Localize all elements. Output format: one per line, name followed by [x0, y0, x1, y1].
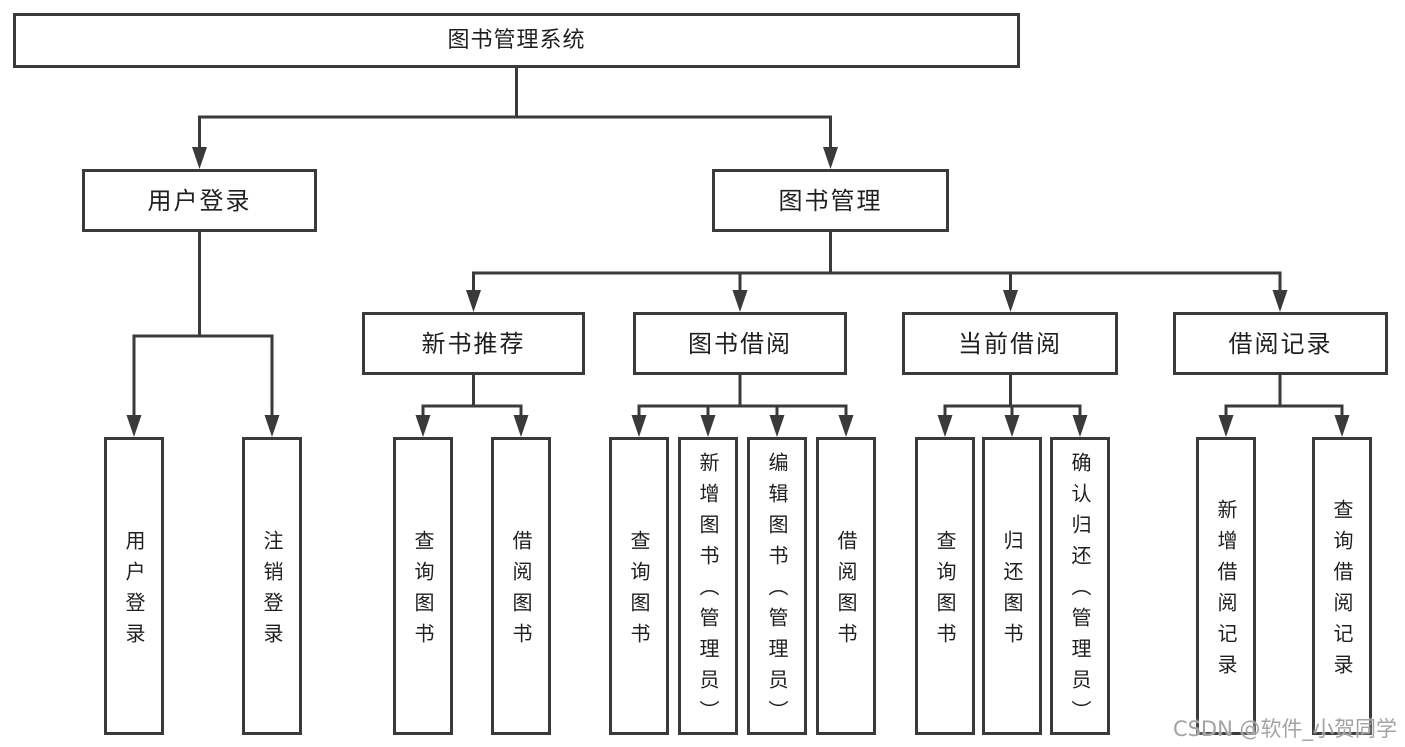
node-confirm-return-admin: 确认归还（管理员） — [1050, 437, 1110, 735]
node-label: 用户登录 — [147, 186, 252, 215]
node-user-login: 用户登录 — [82, 169, 317, 232]
node-label: 借阅记录 — [1228, 329, 1333, 358]
node-query-books-recommend: 查询图书 — [393, 437, 453, 735]
node-label: 当前借阅 — [958, 329, 1062, 358]
node-label: 编辑图书（管理员） — [765, 452, 789, 731]
node-book-management: 图书管理 — [712, 169, 949, 232]
node-label: 新书推荐 — [421, 329, 526, 358]
node-add-book-admin: 新增图书（管理员） — [678, 437, 738, 735]
node-label: 查询借阅记录 — [1330, 498, 1354, 685]
watermark: CSDN @软件_小贺同学 — [1172, 717, 1397, 741]
node-library-management-system: 图书管理系统 — [13, 13, 1020, 68]
node-label: 图书借阅 — [688, 329, 792, 358]
node-borrow-book-recommend: 借阅图书 — [491, 437, 551, 735]
node-label: 注销登录 — [260, 529, 284, 654]
node-label: 归还图书 — [1000, 529, 1024, 654]
node-current-borrowing: 当前借阅 — [902, 312, 1118, 375]
node-add-borrow-record: 新增借阅记录 — [1196, 437, 1256, 735]
node-query-books-borrow: 查询图书 — [609, 437, 669, 735]
node-return-book: 归还图书 — [982, 437, 1042, 735]
node-label: 借阅图书 — [834, 529, 858, 654]
node-label: 查询图书 — [933, 529, 957, 654]
node-edit-book-admin: 编辑图书（管理员） — [747, 437, 807, 735]
node-label: 查询图书 — [411, 529, 435, 654]
node-logout: 注销登录 — [242, 437, 302, 735]
node-borrow-book: 借阅图书 — [816, 437, 876, 735]
node-label: 用户登录 — [122, 529, 146, 654]
node-query-borrow-record: 查询借阅记录 — [1312, 437, 1372, 735]
node-label: 查询图书 — [627, 529, 651, 654]
node-user-login-action: 用户登录 — [104, 437, 164, 735]
node-label: 新增图书（管理员） — [696, 452, 720, 731]
node-label: 新增借阅记录 — [1214, 498, 1238, 685]
node-new-book-recommendation: 新书推荐 — [362, 312, 585, 375]
node-label: 图书管理系统 — [447, 27, 586, 53]
node-label: 图书管理 — [778, 186, 883, 215]
node-book-borrowing: 图书借阅 — [633, 312, 847, 375]
node-label: 借阅图书 — [509, 529, 533, 654]
node-borrowing-records: 借阅记录 — [1173, 312, 1388, 375]
node-query-books-current: 查询图书 — [915, 437, 975, 735]
node-label: 确认归还（管理员） — [1068, 452, 1092, 731]
